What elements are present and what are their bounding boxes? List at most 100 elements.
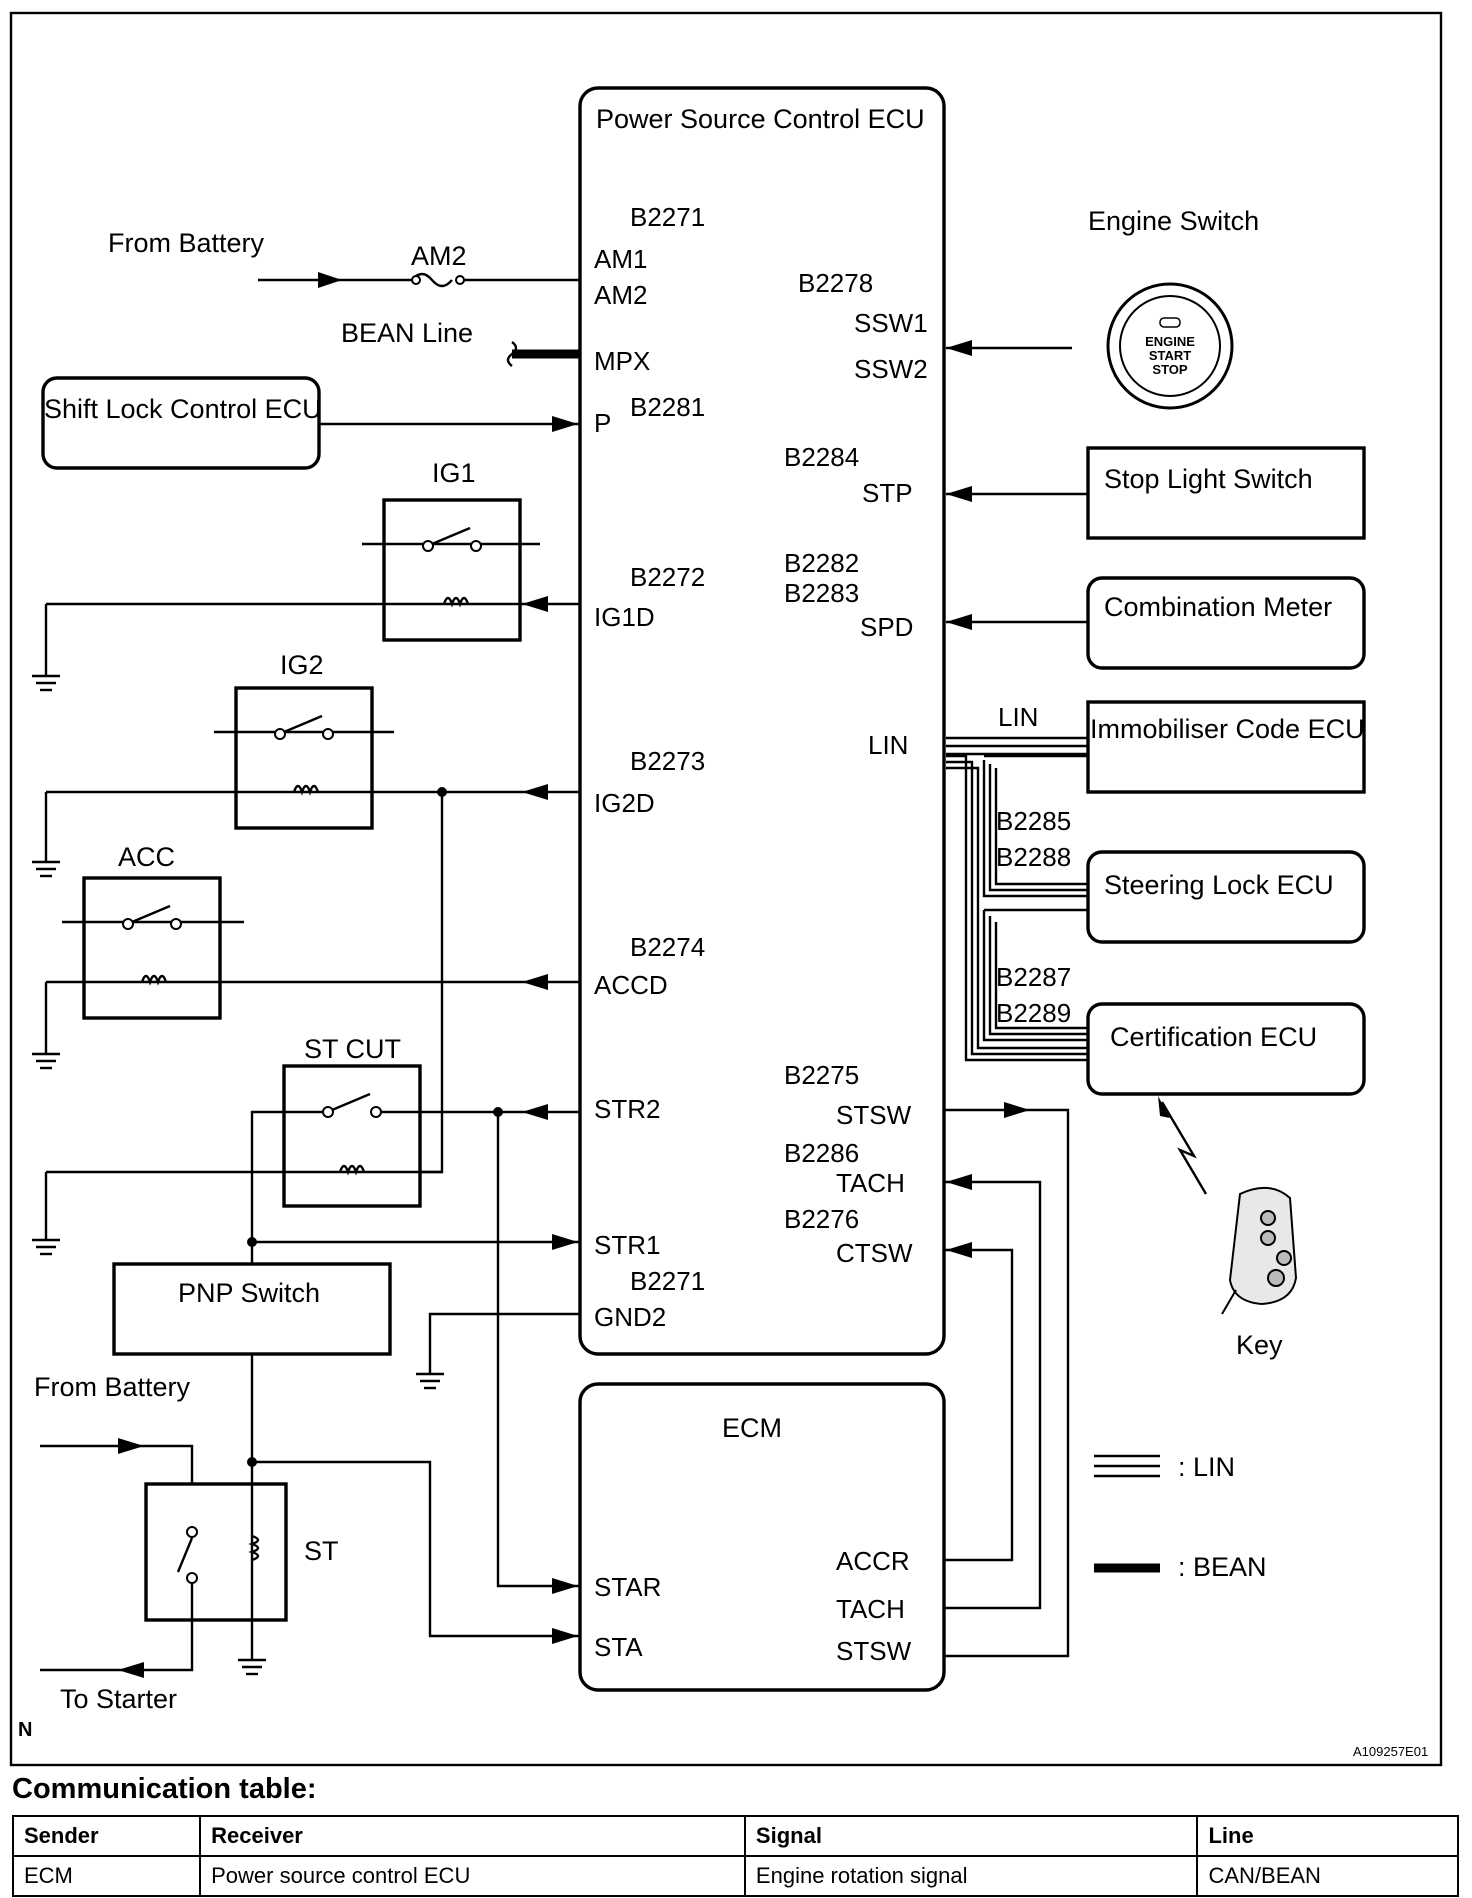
relay-st-contact bbox=[186, 1572, 198, 1584]
stsw-arrow bbox=[1004, 1102, 1030, 1118]
legend-bean-label: : BEAN bbox=[1178, 1552, 1267, 1582]
pin-ssw1: SSW1 bbox=[854, 308, 928, 338]
steering-lock-ecu-label: Steering Lock ECU bbox=[1104, 870, 1334, 900]
relay-st-label: ST bbox=[304, 1536, 339, 1566]
relay-st-output-wire bbox=[40, 1583, 194, 1672]
ground-icon bbox=[32, 1238, 60, 1256]
relay-ig1-arrow bbox=[522, 596, 548, 612]
communication-table-title: Communication table: bbox=[12, 1773, 317, 1805]
stop-light-arrow bbox=[946, 486, 972, 502]
pin-ssw2: SSW2 bbox=[854, 354, 928, 384]
str2-to-star-wire bbox=[496, 1112, 580, 1588]
gnd2-wire bbox=[428, 1312, 580, 1374]
relay-stcut-coil-icon bbox=[338, 1164, 366, 1176]
wireless-signal-icon bbox=[1160, 1101, 1208, 1195]
table-header-row: Sender Receiver Signal Line bbox=[11, 1815, 1459, 1857]
relay-ig1-switch bbox=[431, 526, 471, 546]
relay-st-box bbox=[144, 1482, 288, 1622]
combination-meter-label: Combination Meter bbox=[1104, 592, 1332, 622]
relay-stcut-contact bbox=[370, 1106, 382, 1118]
header-receiver: Receiver bbox=[199, 1815, 746, 1857]
dtc-b2289: B2289 bbox=[996, 998, 1071, 1028]
lin-bus bbox=[946, 736, 1088, 1062]
corner-n-label: N bbox=[18, 1719, 32, 1741]
pin-ig2d: IG2D bbox=[594, 788, 655, 818]
relay-ig1-coil-icon bbox=[442, 596, 470, 608]
ground-icon bbox=[238, 1658, 266, 1676]
relay-st-contact bbox=[186, 1526, 198, 1538]
immobiliser-code-ecu-box bbox=[1086, 700, 1366, 794]
relay-acc-switch bbox=[131, 904, 171, 924]
pin-stp: STP bbox=[862, 478, 913, 508]
pin-str1: STR1 bbox=[594, 1230, 660, 1260]
relay-ig2-coil-icon bbox=[292, 784, 320, 796]
pin-accr: ACCR bbox=[836, 1546, 910, 1576]
pin-am2: AM2 bbox=[594, 280, 647, 310]
dtc-b2281: B2281 bbox=[630, 392, 705, 422]
legend-lin-label: : LIN bbox=[1178, 1452, 1235, 1482]
dtc-b2287: B2287 bbox=[996, 962, 1071, 992]
pin-stsw: STSW bbox=[836, 1100, 912, 1130]
pin-ig1d: IG1D bbox=[594, 602, 655, 632]
fuse-am2-symbol bbox=[411, 272, 453, 288]
str1-arrow bbox=[552, 1234, 578, 1250]
relay-acc-box bbox=[82, 876, 222, 1020]
str2-arrow bbox=[522, 1104, 548, 1120]
engine-switch-text-2: START bbox=[1149, 348, 1191, 363]
relay-ig2-contact bbox=[322, 728, 334, 740]
pin-lin: LIN bbox=[868, 730, 908, 760]
relay-acc-coil-icon bbox=[140, 974, 168, 986]
relay-st-switch bbox=[176, 1537, 194, 1573]
key-fob-icon bbox=[1221, 1187, 1298, 1315]
from-battery-label-2: From Battery bbox=[34, 1372, 191, 1402]
combination-meter-arrow bbox=[946, 614, 972, 630]
immobiliser-code-ecu-label: Immobiliser Code ECU bbox=[1090, 714, 1365, 744]
ctsw-arrow bbox=[946, 1242, 972, 1258]
stcut-left-wire bbox=[250, 1110, 323, 1242]
engine-switch-label: Engine Switch bbox=[1088, 206, 1259, 236]
from-battery-label: From Battery bbox=[108, 228, 265, 258]
relay-stcut-label: ST CUT bbox=[304, 1034, 401, 1064]
pin-mpx: MPX bbox=[594, 346, 650, 376]
header-line: Line bbox=[1196, 1815, 1459, 1857]
header-signal: Signal bbox=[743, 1815, 1199, 1857]
ctsw-wire bbox=[944, 1248, 1014, 1562]
relay-acc-label: ACC bbox=[118, 842, 175, 872]
relay-st-coil-icon bbox=[248, 1534, 260, 1562]
sta-wire bbox=[252, 1460, 580, 1638]
pin-p: P bbox=[594, 408, 611, 438]
stsw-wire bbox=[944, 1108, 1070, 1658]
key-label: Key bbox=[1236, 1330, 1283, 1360]
pin-spd: SPD bbox=[860, 612, 913, 642]
engine-switch-text-3: STOP bbox=[1152, 362, 1187, 377]
pin-gnd2: GND2 bbox=[594, 1302, 666, 1332]
legend-lin-symbol bbox=[1094, 1454, 1160, 1478]
pin-str2: STR2 bbox=[594, 1094, 660, 1124]
cell-receiver: Power source control ECU bbox=[199, 1855, 746, 1897]
dtc-b2271-top: B2271 bbox=[630, 202, 705, 232]
ground-icon bbox=[32, 1052, 60, 1070]
bean-line-label: BEAN Line bbox=[341, 318, 473, 348]
ecm-title: ECM bbox=[722, 1413, 782, 1443]
relay-stcut-contact bbox=[322, 1106, 334, 1118]
communication-table: Sender Receiver Signal Line ECM Power so… bbox=[11, 1815, 1459, 1897]
relay-acc-contact bbox=[170, 918, 182, 930]
cell-sender: ECM bbox=[11, 1855, 202, 1897]
wireless-signal-arrow bbox=[1158, 1096, 1170, 1118]
relay-stcut-switch bbox=[331, 1092, 371, 1112]
engine-switch-arrow bbox=[946, 340, 972, 356]
cell-signal: Engine rotation signal bbox=[743, 1855, 1199, 1897]
ground-icon bbox=[32, 860, 60, 878]
relay-ig2-switch bbox=[283, 714, 323, 734]
pnp-switch-label: PNP Switch bbox=[178, 1278, 320, 1308]
power-source-control-ecu-title: Power Source Control ECU bbox=[596, 104, 925, 134]
stop-light-switch-label: Stop Light Switch bbox=[1104, 464, 1313, 494]
pin-accd: ACCD bbox=[594, 970, 668, 1000]
tach-wire bbox=[944, 1180, 1042, 1610]
dtc-b2274: B2274 bbox=[630, 932, 705, 962]
pin-star: STAR bbox=[594, 1572, 661, 1602]
sta-arrow bbox=[552, 1628, 578, 1644]
dtc-b2272: B2272 bbox=[630, 562, 705, 592]
pin-ecm-tach: TACH bbox=[836, 1594, 905, 1624]
dtc-b2273: B2273 bbox=[630, 746, 705, 776]
